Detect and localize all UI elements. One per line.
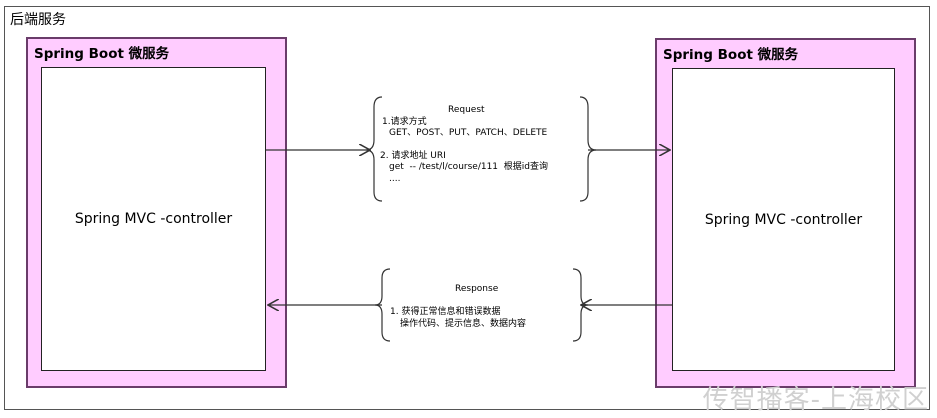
backend-services-frame bbox=[4, 6, 930, 410]
request-method-title: 1.请求方式 bbox=[382, 117, 427, 127]
response-right-brace bbox=[572, 268, 589, 342]
request-uri-title: 2. 请求地址 URI bbox=[380, 151, 446, 161]
request-right-brace bbox=[579, 96, 597, 202]
left-controller-box: Spring MVC -controller bbox=[41, 67, 266, 371]
response-line2: 操作代码、提示信息、数据内容 bbox=[400, 319, 527, 329]
right-service-title: Spring Boot 微服务 bbox=[663, 47, 799, 63]
request-methods: GET、POST、PUT、PATCH、DELETE bbox=[389, 128, 548, 138]
request-uri-example: get -- /test/l/course/111 根据id查询 bbox=[389, 162, 548, 172]
response-left-brace bbox=[374, 268, 391, 342]
request-heading: Request bbox=[448, 105, 485, 115]
response-line1: 1. 获得正常信息和错误数据 bbox=[390, 307, 501, 317]
watermark: 传智播客-上海校区 bbox=[702, 385, 929, 415]
request-left-brace bbox=[365, 96, 383, 202]
right-controller-box: Spring MVC -controller bbox=[672, 68, 895, 371]
request-ellipsis: .... bbox=[389, 174, 401, 184]
response-heading: Response bbox=[455, 284, 499, 294]
frame-title: 后端服务 bbox=[10, 12, 66, 28]
right-controller-label: Spring MVC -controller bbox=[704, 211, 863, 228]
left-service-title: Spring Boot 微服务 bbox=[34, 46, 170, 62]
left-controller-label: Spring MVC -controller bbox=[74, 211, 233, 227]
